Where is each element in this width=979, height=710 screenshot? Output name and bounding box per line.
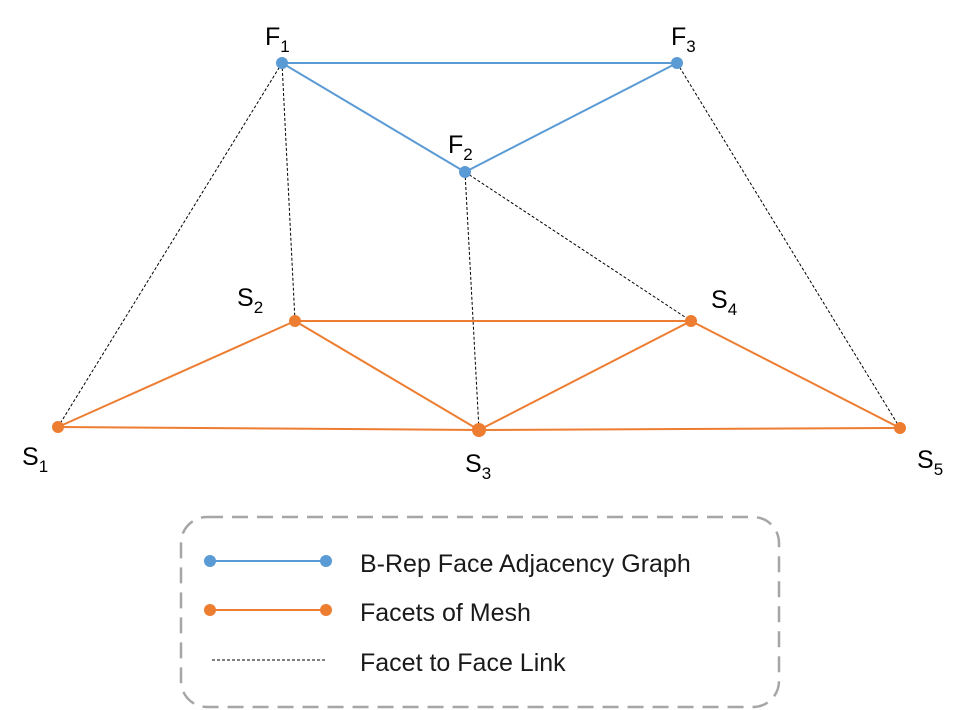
node-label-s5: S5	[917, 446, 943, 479]
node-f3	[671, 57, 683, 69]
node-label-f3: F3	[671, 23, 696, 56]
node-f2	[459, 166, 471, 178]
nodes-layer	[52, 57, 906, 437]
node-label-s3: S3	[465, 450, 491, 483]
node-f1	[276, 57, 288, 69]
node-s5	[894, 422, 906, 434]
node-label-f1: F1	[265, 23, 290, 56]
node-label-s1: S1	[22, 443, 48, 476]
edge-link-f2-s4	[464, 171, 692, 322]
node-label-f2: F2	[448, 131, 473, 164]
legend-face-graph-dot-right	[320, 555, 332, 567]
legend-box	[179, 515, 781, 709]
node-s1	[52, 421, 64, 433]
edge-mesh-s2-s3	[294, 320, 480, 431]
legend-mesh-dot-right	[320, 604, 332, 616]
edge-mesh-s4-s5	[690, 320, 901, 429]
node-label-s4: S4	[711, 286, 737, 319]
edge-mesh-s3-s4	[478, 320, 692, 431]
legend-face-graph-label: B-Rep Face Adjacency Graph	[360, 550, 691, 578]
node-s2	[289, 315, 301, 327]
legend-item-link: Facet to Face Link	[212, 649, 566, 677]
edge-link-f1-s1	[57, 62, 283, 428]
legend-link-label: Facet to Face Link	[360, 649, 566, 677]
edge-mesh-s3-s5	[478, 427, 901, 431]
edge-link-f1-s2	[281, 62, 296, 322]
legend-mesh-label: Facets of Mesh	[360, 599, 531, 627]
legend: B-Rep Face Adjacency Graph Facets of Mes…	[179, 515, 781, 709]
node-label-s2: S2	[237, 284, 263, 317]
edge-mesh-s1-s3	[57, 426, 480, 431]
edge-link-f2-s3	[464, 171, 480, 431]
legend-item-face-graph: B-Rep Face Adjacency Graph	[204, 550, 691, 578]
node-s3	[472, 423, 486, 437]
edge-mesh-s1-s2	[57, 320, 296, 428]
legend-item-mesh: Facets of Mesh	[204, 599, 531, 627]
edge-face-f1-f2	[281, 62, 466, 173]
legend-mesh-dot-left	[204, 604, 216, 616]
edge-face-f2-f3	[464, 62, 678, 173]
edge-link-f3-s5	[676, 62, 901, 429]
node-s4	[685, 315, 697, 327]
edges-layer	[57, 62, 901, 431]
legend-face-graph-dot-left	[204, 555, 216, 567]
